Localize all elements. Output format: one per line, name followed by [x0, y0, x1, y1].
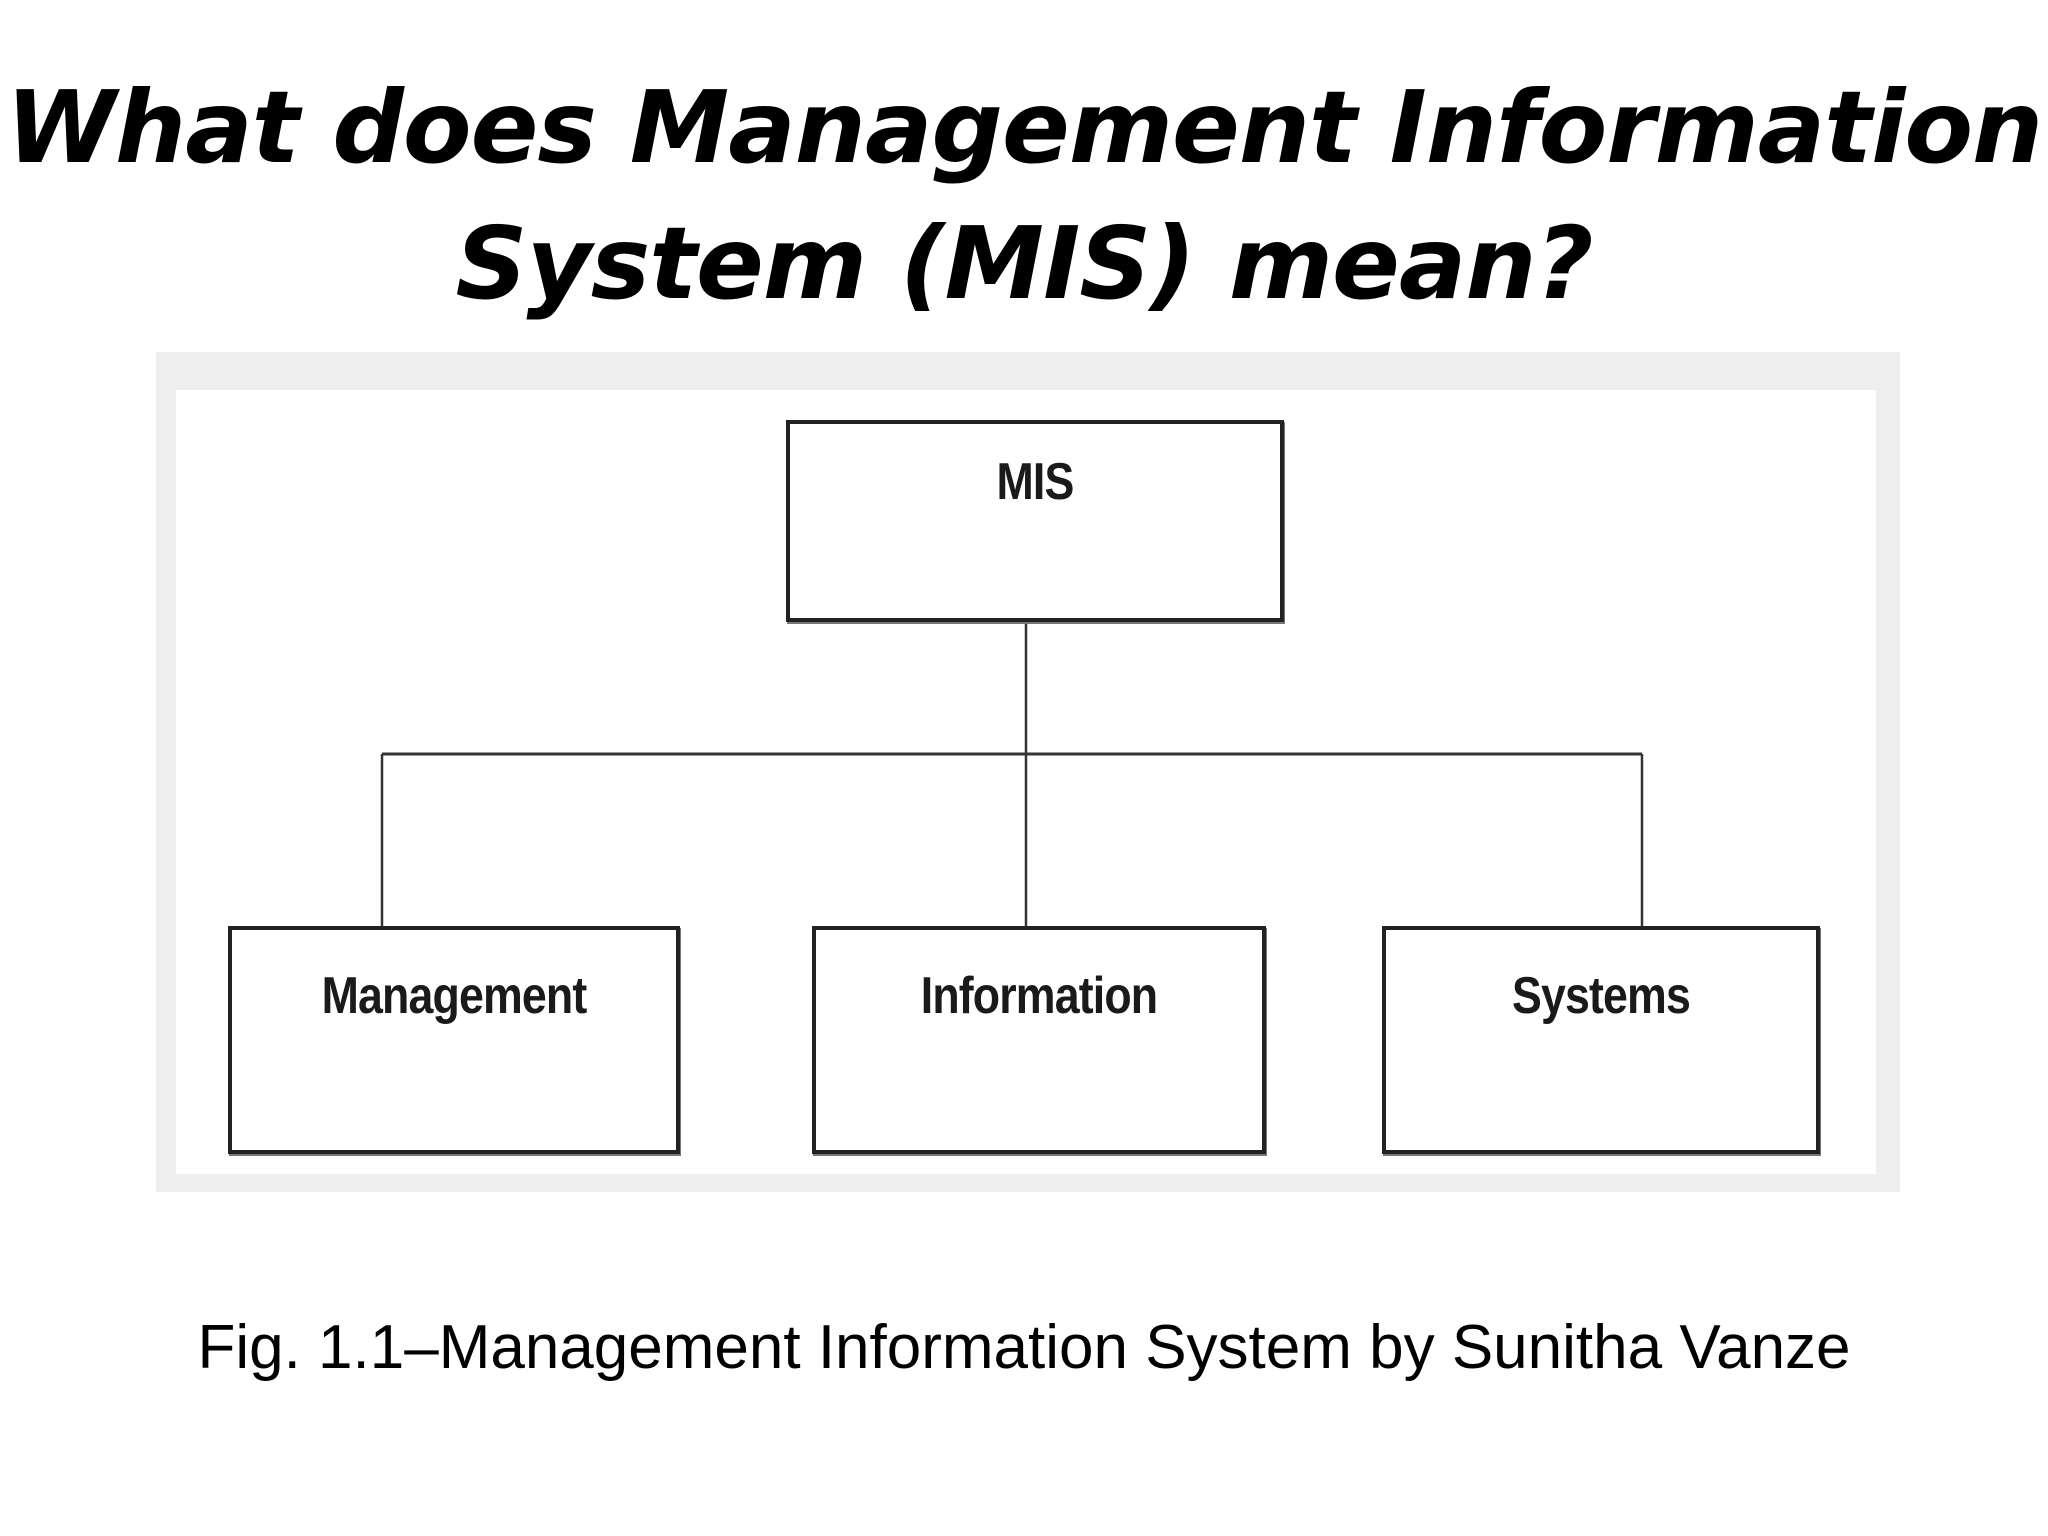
- node-mis: MIS: [786, 420, 1284, 622]
- node-mis-label: MIS: [996, 453, 1075, 511]
- diagram-frame: MIS Management Information Systems: [156, 352, 1900, 1192]
- node-systems: Systems: [1382, 926, 1820, 1154]
- slide-title-line-1: What does Management Information: [5, 69, 2044, 186]
- node-information: Information: [812, 926, 1266, 1154]
- figure-caption: Fig. 1.1–Management Information System b…: [197, 1313, 1851, 1382]
- node-information-label: Information: [920, 967, 1158, 1025]
- node-management: Management: [228, 926, 680, 1154]
- slide-title: What does Management Information System …: [0, 60, 2048, 332]
- diagram-canvas: MIS Management Information Systems: [176, 390, 1876, 1174]
- node-systems-label: Systems: [1512, 967, 1691, 1025]
- connector-lines: [380, 620, 1644, 928]
- slide-title-line-2: System (MIS) mean?: [455, 205, 1593, 322]
- node-management-label: Management: [321, 967, 588, 1025]
